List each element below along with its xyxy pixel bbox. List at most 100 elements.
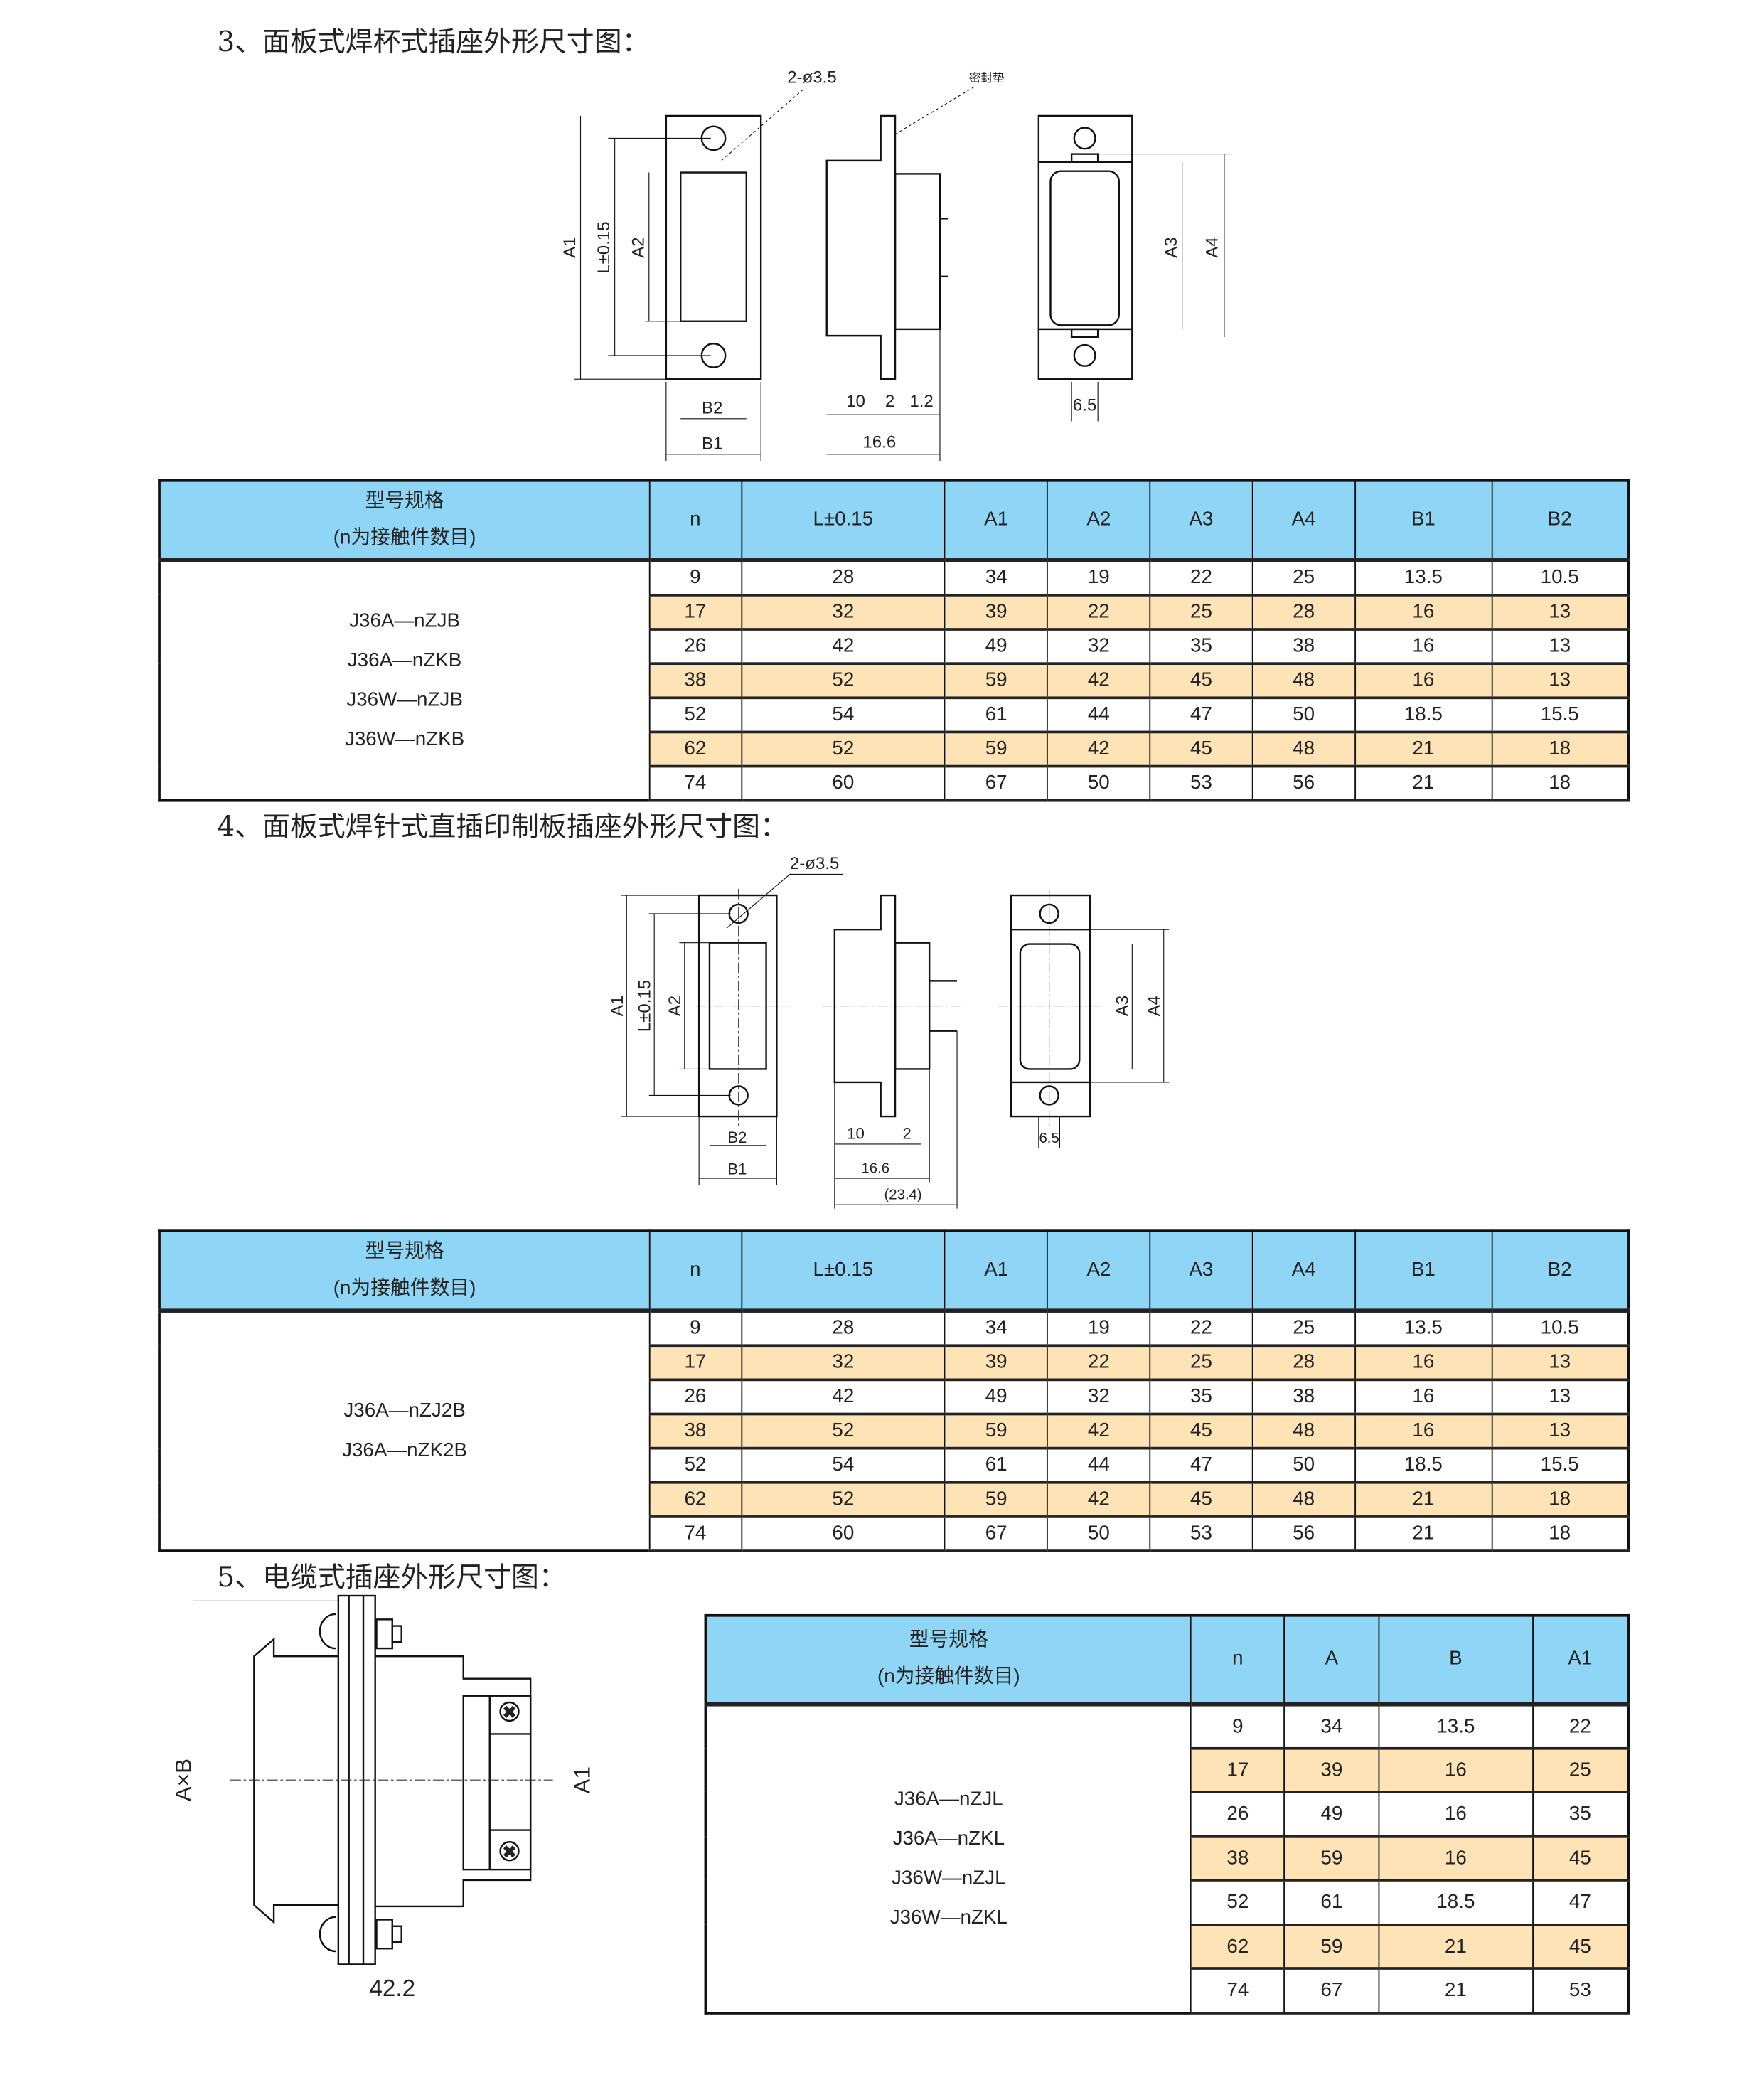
header-model-line: 型号规格 — [365, 489, 444, 513]
table-cell: 13.5 — [1354, 1310, 1492, 1347]
table-cell: 18.5 — [1354, 1446, 1492, 1483]
model-name: J36A—nZJ2B — [343, 1399, 466, 1422]
table-cell: 62 — [1190, 1924, 1285, 1970]
dim-16-6: 16.6 — [862, 433, 896, 452]
table-cell: 18 — [1491, 764, 1630, 801]
dim-2: 2 — [885, 392, 894, 411]
table-cell: 74 — [648, 764, 742, 801]
table-cell: 39 — [944, 594, 1049, 630]
table-cell: 62 — [648, 730, 742, 767]
table-cell: 52 — [740, 1412, 946, 1449]
table-cell: 26 — [1190, 1791, 1285, 1837]
table-cell: 48 — [1251, 662, 1356, 699]
dim-a1: A1 — [608, 996, 627, 1016]
header-model-line: (n为接触件数目) — [333, 526, 476, 550]
table-cell: 59 — [1283, 1924, 1380, 1970]
table-cell: 19 — [1047, 1310, 1151, 1347]
table-cell: 22 — [1532, 1702, 1630, 1749]
header-cell: A — [1283, 1614, 1380, 1706]
table-cell: 21 — [1354, 1515, 1492, 1552]
table-cell: 50 — [1251, 1446, 1356, 1483]
table-cell: 16 — [1378, 1835, 1534, 1882]
table-cell: 42 — [740, 1378, 946, 1415]
dim-b2: B2 — [727, 1129, 747, 1146]
table-cell: 59 — [944, 1412, 1049, 1449]
table-cell: 39 — [944, 1344, 1049, 1381]
table-cell: 49 — [944, 628, 1049, 665]
table-cell: 74 — [1190, 1968, 1285, 2014]
table-cell: 61 — [944, 696, 1049, 733]
svg-text:✖: ✖ — [502, 1842, 516, 1862]
section-4-drawing: A1 L±0.15 A2 B2 B1 2-ø3.5 10 2 16.6 (23.… — [608, 854, 1170, 1209]
header-cell: B2 — [1491, 1230, 1630, 1313]
header-model: 型号规格(n为接触件数目) — [705, 1614, 1192, 1706]
table-cell: 32 — [1047, 1378, 1151, 1415]
table-cell: 9 — [1190, 1702, 1285, 1749]
header-cell: A3 — [1149, 479, 1253, 562]
table-cell: 13 — [1491, 1412, 1630, 1449]
table-cell: 53 — [1532, 1968, 1630, 2014]
model-name: J36W—nZJL — [892, 1866, 1006, 1889]
table-cell: 61 — [1283, 1879, 1380, 1926]
table-cell: 59 — [944, 730, 1049, 767]
dim-b1: B1 — [702, 434, 722, 453]
table-cell: 45 — [1149, 1412, 1253, 1449]
table-cell: 45 — [1149, 730, 1253, 767]
table-cell: 42 — [1047, 662, 1151, 699]
table-cell: 50 — [1251, 696, 1356, 733]
table-cell: 50 — [1047, 764, 1151, 801]
model-name: J36W—nZKL — [889, 1906, 1007, 1929]
table-cell: 17 — [648, 594, 742, 630]
table-cell: 16 — [1354, 1412, 1492, 1449]
table-cell: 22 — [1047, 594, 1151, 630]
table-cell: 25 — [1532, 1746, 1630, 1793]
dim-a4: A4 — [1203, 237, 1222, 257]
dim-2: 2 — [903, 1125, 912, 1143]
header-model: 型号规格(n为接触件数目) — [159, 1230, 651, 1313]
table-cell: 44 — [1047, 1446, 1151, 1483]
header-cell: B2 — [1491, 479, 1630, 562]
header-model-line: 型号规格 — [365, 1240, 444, 1263]
header-cell: B — [1378, 1614, 1534, 1706]
table-cell: 47 — [1149, 1446, 1253, 1483]
table-cell: 38 — [648, 662, 742, 699]
table-cell: 13 — [1491, 1344, 1630, 1381]
table-cell: 15.5 — [1491, 696, 1630, 733]
table-cell: 42 — [1047, 730, 1151, 767]
table-cell: 38 — [1251, 1378, 1356, 1415]
dim-1-2: 1.2 — [909, 392, 933, 411]
table-cell: 54 — [740, 1446, 946, 1483]
table-cell: 25 — [1149, 594, 1253, 630]
dim-a3: A3 — [1113, 996, 1133, 1016]
dim-16-6: 16.6 — [861, 1161, 889, 1177]
table-cell: 21 — [1378, 1924, 1534, 1970]
table-cell: 38 — [1251, 628, 1356, 665]
table-cell: 67 — [1283, 1968, 1380, 2014]
table-cell: 45 — [1149, 662, 1253, 699]
table-cell: 47 — [1532, 1879, 1630, 1926]
table-cell: 67 — [944, 764, 1049, 801]
table-cell: 52 — [740, 730, 946, 767]
table-cell: 53 — [1149, 764, 1253, 801]
header-cell: L±0.15 — [740, 479, 946, 562]
dim-a4: A4 — [1145, 996, 1164, 1016]
section-3-drawing: A1 L±0.15 A2 B2 B1 2-ø3.5 密封垫 10 2 1.2 1… — [560, 68, 1231, 462]
header-cell: L±0.15 — [740, 1230, 946, 1313]
table-cell: 38 — [1190, 1835, 1285, 1882]
table-cell: 52 — [740, 1481, 946, 1517]
header-cell: n — [648, 1230, 742, 1313]
table-cell: 54 — [740, 696, 946, 733]
table-cell: 28 — [740, 559, 946, 596]
table-cell: 21 — [1354, 1481, 1492, 1517]
table-cell: 18.5 — [1378, 1879, 1534, 1926]
